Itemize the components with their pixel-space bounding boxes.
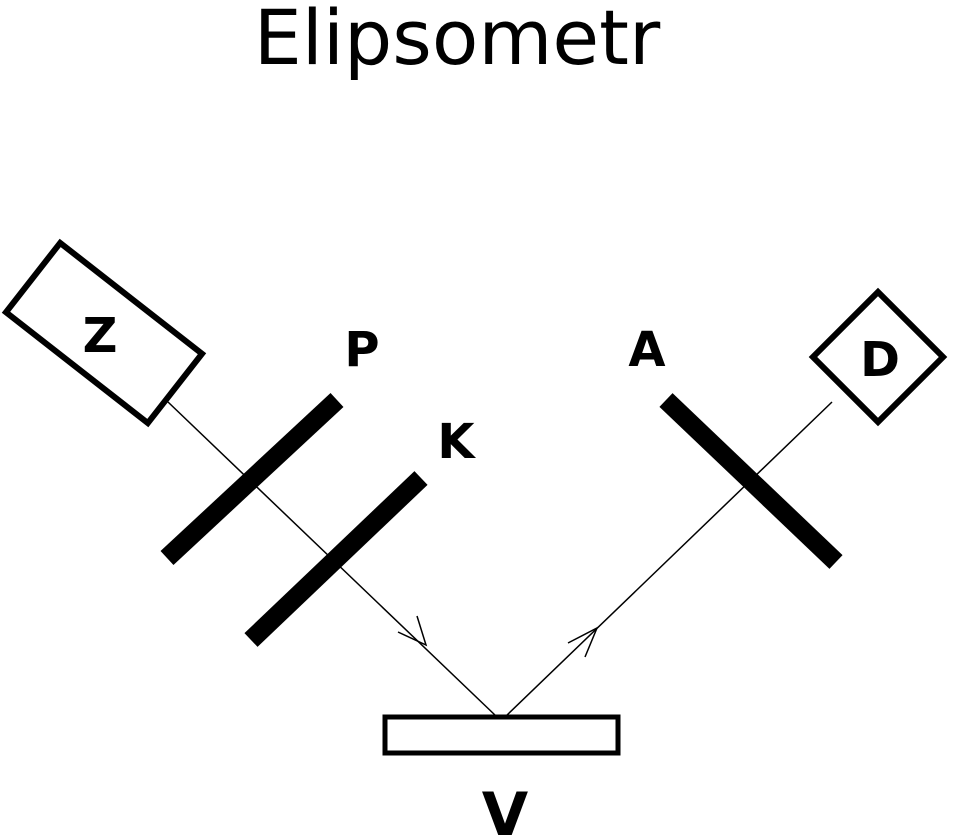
reflected-arrow — [567, 626, 599, 658]
sample-label: V — [482, 780, 529, 837]
polarizer-label: P — [344, 322, 379, 378]
detector-box — [808, 287, 948, 427]
compensator-label: K — [437, 414, 476, 470]
detector-label: D — [860, 332, 900, 388]
reflected-beam — [505, 401, 833, 717]
sample-plate — [382, 714, 621, 756]
analyzer-label: A — [628, 322, 665, 378]
analyzer-plate — [659, 393, 843, 569]
incident-arrow — [397, 615, 428, 647]
compensator-plate — [244, 471, 428, 647]
diagram-title: Elipsometr — [253, 0, 661, 82]
source-label: Z — [83, 308, 118, 364]
source-box — [1, 238, 207, 428]
polarizer-plate — [160, 393, 344, 565]
